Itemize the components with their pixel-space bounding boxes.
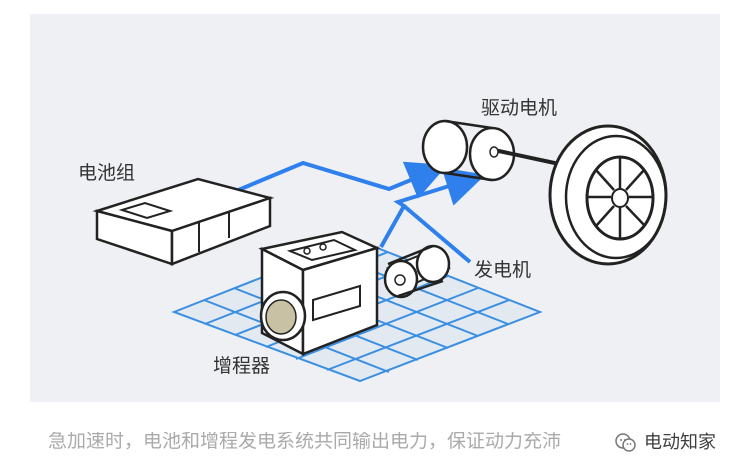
generator-to-motor-arrow bbox=[379, 167, 486, 248]
wechat-icon bbox=[615, 433, 636, 452]
drive-motor-label: 驱动电机 bbox=[481, 97, 558, 119]
battery-pack-icon bbox=[92, 177, 275, 266]
range-extender-to-generator-line bbox=[402, 204, 472, 264]
drive-motor-icon bbox=[421, 119, 565, 182]
generator-label: 发电机 bbox=[474, 259, 532, 281]
range-extender-label: 增程器 bbox=[213, 355, 271, 377]
flow-arrows bbox=[235, 160, 486, 264]
battery-pack-label: 电池组 bbox=[78, 162, 136, 184]
wheel-icon bbox=[548, 124, 668, 266]
watermark-text: 电动知家 bbox=[644, 432, 716, 453]
source-watermark: 电动知家 bbox=[612, 430, 720, 456]
generator-icon bbox=[383, 244, 451, 299]
range-extender-icon bbox=[258, 230, 381, 357]
battery-to-motor-arrow bbox=[235, 160, 448, 199]
diagram-caption: 急加速时，电池和增程发电系统共同输出电力，保证动力充沛 bbox=[48, 432, 562, 451]
